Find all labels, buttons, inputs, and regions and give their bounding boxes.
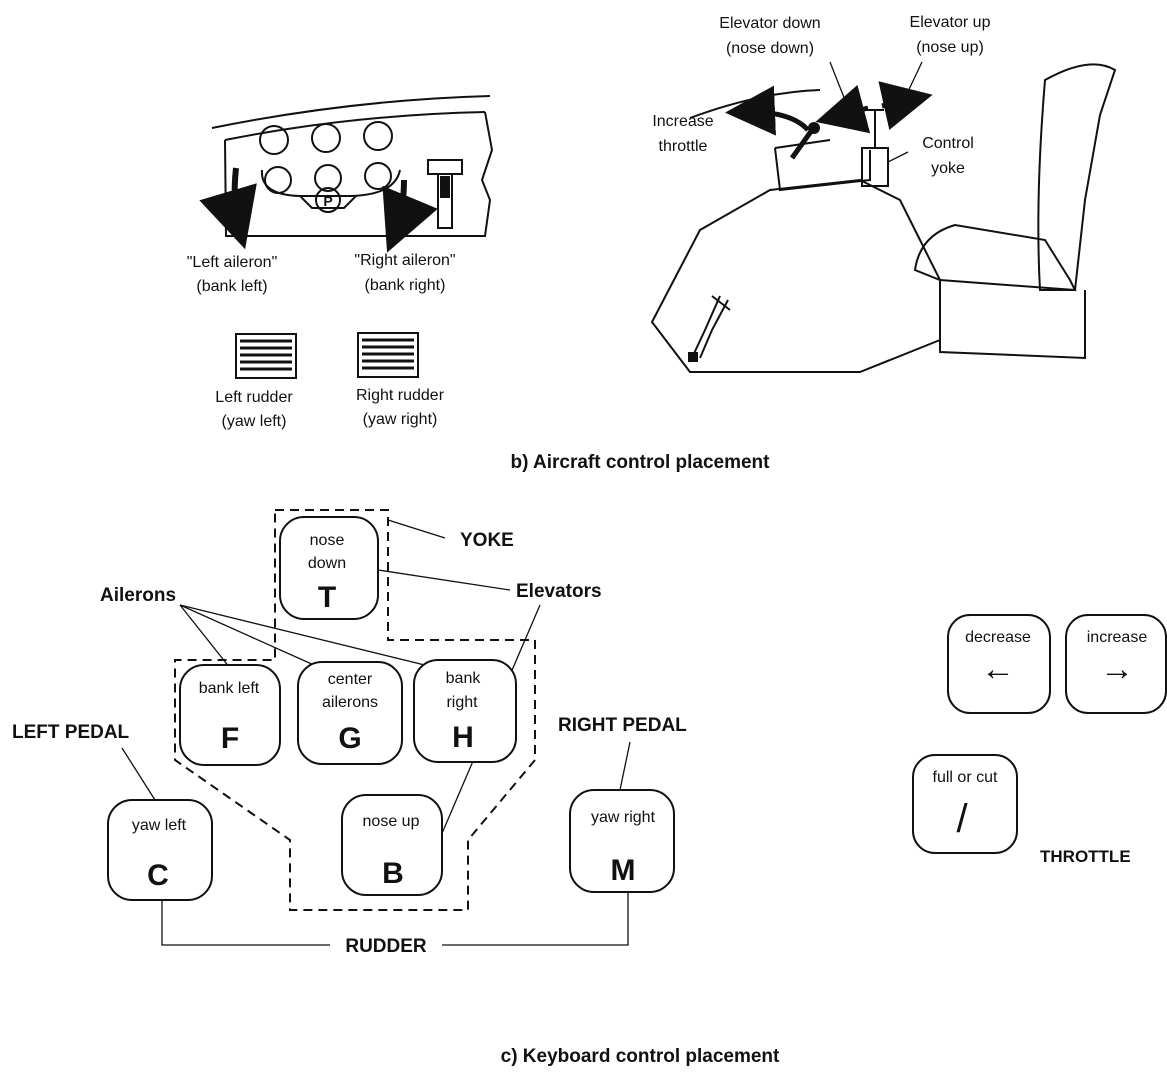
left-rudder-label: Left rudder [215, 389, 293, 406]
right-aileron-label: "Right aileron" [354, 252, 455, 269]
left-pedal-label: LEFT PEDAL [12, 722, 130, 743]
yoke-label: YOKE [460, 530, 514, 551]
key-b-letter: B [382, 857, 404, 890]
key-f-letter: F [221, 722, 239, 755]
key-h-line2: right [446, 694, 478, 711]
key-m[interactable]: yaw right M [569, 789, 675, 893]
caption-keyboard-control-placement: c) Keyboard control placement [501, 1046, 780, 1067]
key-m-line1: yaw right [591, 809, 656, 826]
increase-throttle-sublabel: throttle [659, 138, 708, 155]
key-t[interactable]: nose down T [279, 516, 379, 620]
key-b[interactable]: nose up B [341, 794, 443, 896]
elevator-down-label: Elevator down [719, 15, 820, 32]
increase-throttle-label: Increase [652, 113, 713, 130]
arrow-right-icon: → [1100, 650, 1134, 688]
elevator-up-label: Elevator up [910, 14, 991, 31]
instrument-panel-illustration: P [199, 95, 494, 253]
rudder-label: RUDDER [345, 936, 427, 957]
left-aileron-label: "Left aileron" [187, 254, 278, 271]
key-f[interactable]: bank left F [179, 664, 281, 766]
left-rudder-pedal-icon [235, 333, 297, 379]
key-increase-label: increase [1087, 629, 1148, 646]
right-rudder-pedal-icon [357, 332, 419, 378]
throttle-label: THROTTLE [1040, 847, 1131, 866]
slash-icon: / [956, 797, 968, 841]
panel-p-label: P [323, 193, 332, 209]
key-c-line1: yaw left [132, 817, 187, 834]
cockpit-side-view-illustration [650, 61, 1117, 373]
key-t-line1: nose [310, 532, 345, 549]
key-g-line1: center [328, 671, 373, 688]
key-m-letter: M [611, 854, 636, 887]
key-t-line2: down [308, 555, 346, 572]
left-aileron-sublabel: (bank left) [196, 278, 267, 295]
key-b-line1: nose up [363, 813, 420, 830]
control-yoke-sublabel: yoke [931, 160, 965, 177]
left-rudder-sublabel: (yaw left) [222, 413, 287, 430]
key-g-letter: G [338, 722, 361, 755]
key-t-letter: T [318, 581, 336, 614]
key-g[interactable]: center ailerons G [297, 661, 403, 765]
elevator-down-sublabel: (nose down) [726, 40, 814, 57]
ailerons-label: Ailerons [100, 585, 176, 606]
key-decrease-label: decrease [965, 629, 1031, 646]
right-pedal-label: RIGHT PEDAL [558, 715, 687, 736]
key-c-letter: C [147, 859, 169, 892]
key-full-label: full or cut [933, 769, 998, 786]
key-h-letter: H [452, 721, 474, 754]
right-aileron-sublabel: (bank right) [365, 277, 446, 294]
caption-aircraft-control-placement: b) Aircraft control placement [510, 452, 770, 473]
key-increase[interactable]: increase → [1065, 614, 1167, 714]
key-h[interactable]: bank right H [413, 659, 517, 763]
key-decrease[interactable]: decrease ← [947, 614, 1051, 714]
key-g-line2: ailerons [322, 694, 378, 711]
key-c[interactable]: yaw left C [107, 799, 213, 901]
arrow-left-icon: ← [981, 650, 1015, 688]
key-h-line1: bank [446, 670, 482, 687]
keyboard-group-outline [174, 509, 536, 911]
right-rudder-sublabel: (yaw right) [363, 411, 438, 428]
key-f-line1: bank left [199, 680, 260, 697]
elevators-label: Elevators [516, 581, 602, 602]
right-rudder-label: Right rudder [356, 387, 445, 404]
key-full-or-cut[interactable]: full or cut / [912, 754, 1018, 854]
control-yoke-label: Control [922, 135, 974, 152]
elevator-up-sublabel: (nose up) [916, 39, 984, 56]
